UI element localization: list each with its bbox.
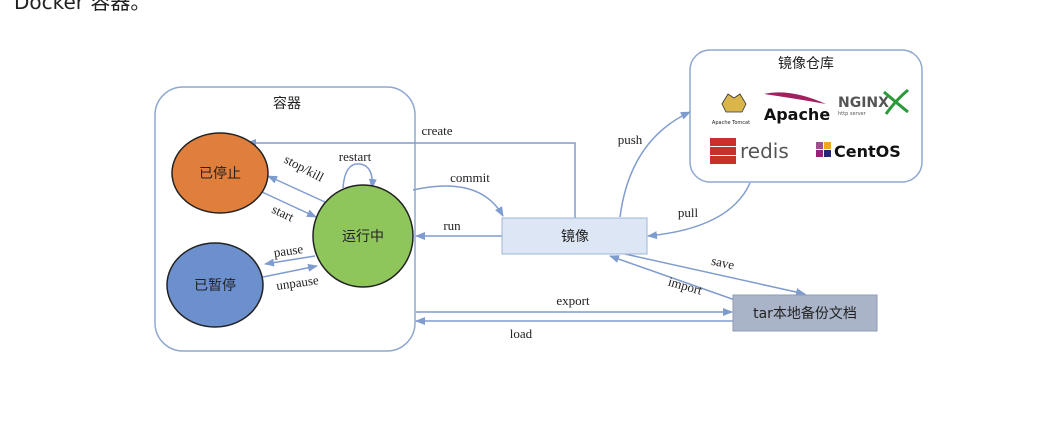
nginx-label: NGINX [838,95,889,111]
pull-label: pull [678,205,699,220]
restart-arrow [342,163,377,189]
apache-label: Apache [764,105,831,124]
create-label: create [421,123,452,138]
load-label: load [510,326,533,341]
image-box [501,217,648,255]
unpause-arrow [262,263,318,278]
tomcat-logo: Apache Tomcat [712,93,750,126]
create-arrow [246,139,576,218]
push-label: push [618,132,643,147]
state-paused [166,242,264,328]
state-stopped-label: 已停止 [199,165,241,182]
tomcat-label: Apache Tomcat [712,120,750,126]
container-title: 容器 [273,95,301,112]
state-stopped [171,132,269,214]
apache-logo: Apache [764,92,831,124]
pause-arrow [264,255,316,267]
tar-label: tar本地备份文档 [753,305,857,322]
commit-label: commit [450,170,490,185]
commit-arrow [412,185,504,217]
unpause-label: unpause [275,272,319,293]
redis-label: redis [740,139,789,163]
image-label: 镜像 [561,229,589,245]
export-label: export [556,293,590,308]
save-arrow [624,253,806,296]
run-label: run [443,218,461,233]
state-running [312,184,414,288]
pull-arrow [647,182,751,240]
centos-label: CentOS [834,142,901,161]
pause-label: pause [273,241,305,260]
import-arrow [609,255,736,301]
restart-label: restart [339,149,372,164]
nginx-logo: NGINX http server [838,88,909,117]
centos-logo: CentOS [816,142,901,161]
push-arrow [619,111,691,218]
state-paused-label: 已暂停 [194,277,236,294]
registry-title: 镜像仓库 [778,56,834,72]
tar-box [732,294,878,332]
import-label: import [667,274,705,298]
top-text: Docker 容器。 [14,0,151,14]
start-arrow [261,191,317,218]
nginx-sub-label: http server [838,111,867,117]
state-running-label: 运行中 [342,229,384,245]
save-label: save [710,253,736,273]
stop-kill-arrow [267,175,326,203]
redis-logo: redis [710,138,789,164]
